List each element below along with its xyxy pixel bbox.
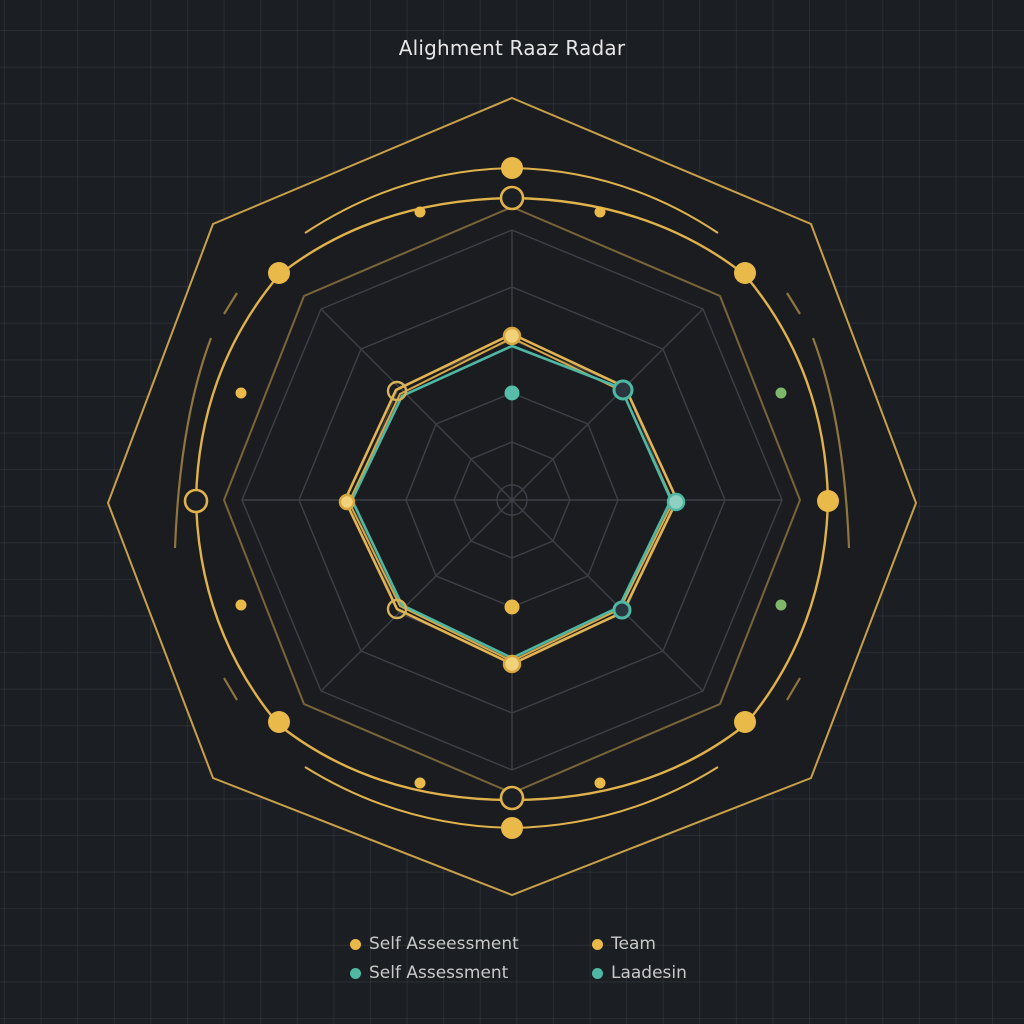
legend-item-team[interactable]: Team — [592, 934, 732, 954]
legend-label: Self Assessment — [369, 963, 509, 983]
legend-label: Laadesin — [611, 963, 687, 983]
legend-dot-icon — [592, 938, 603, 950]
legend-dot-icon — [592, 967, 603, 979]
legend-item-laadesin[interactable]: Laadesin — [592, 963, 732, 983]
legend-label: Team — [611, 934, 656, 954]
legend-label: Self Asseessment — [369, 934, 519, 954]
outer-markers — [183, 157, 839, 839]
chart-title: Alighment Raaz Radar — [398, 36, 626, 60]
data-markers — [338, 326, 686, 674]
legend-dot-icon — [350, 938, 361, 950]
legend: Self Asseessment Team Self Assessment La… — [350, 934, 730, 983]
legend-item-self-assessment[interactable]: Self Assessment — [350, 963, 592, 983]
legend-dot-icon — [350, 967, 361, 979]
dim-arcs — [173, 292, 851, 701]
radar-grid — [241, 229, 783, 771]
legend-item-self-asseessment[interactable]: Self Asseessment — [350, 934, 592, 954]
